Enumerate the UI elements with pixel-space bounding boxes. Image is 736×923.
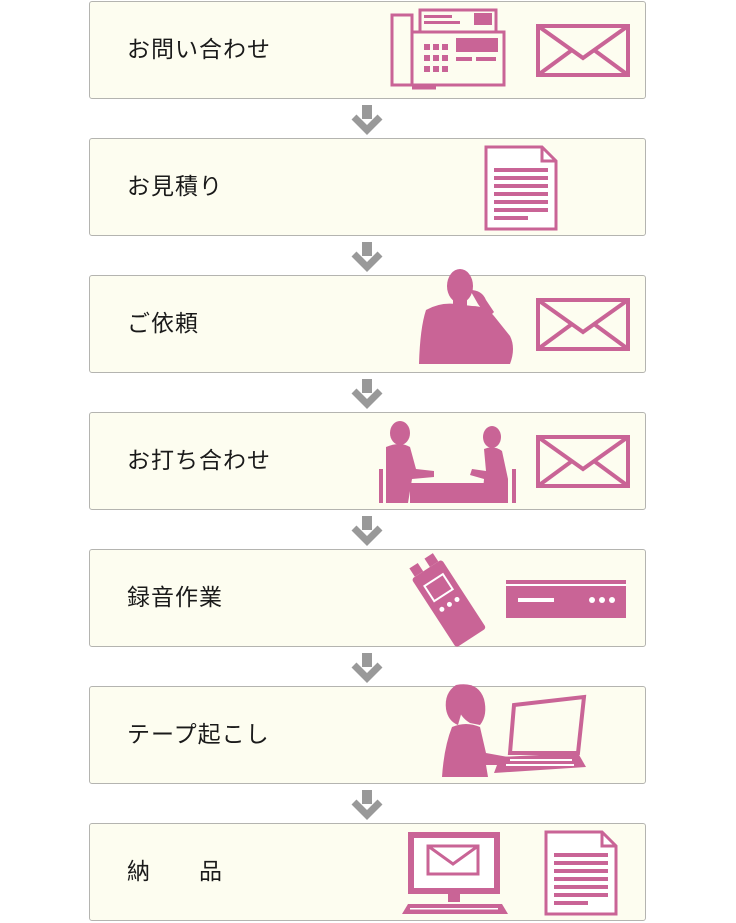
fax-icon (390, 8, 506, 90)
flow-step-estimate: お見積り (89, 138, 646, 236)
flow-step-transcription: テープ起こし (89, 684, 646, 784)
computer-mail-icon (402, 832, 508, 914)
step-label: お見積り (127, 174, 223, 200)
envelope-icon (536, 435, 630, 488)
flow-step-recording: 録音作業 (89, 549, 646, 647)
document-icon (544, 830, 618, 916)
flow-step-meeting: お打ち合わせ (89, 412, 646, 510)
flow-arrow-down (351, 790, 383, 820)
meeting-icon (379, 421, 516, 503)
flow-step-inquiry: お問い合わせ (89, 1, 646, 99)
step-label: お問い合わせ (127, 37, 271, 63)
document-icon (484, 145, 558, 231)
envelope-icon (536, 24, 630, 77)
step-label: お打ち合わせ (127, 448, 271, 474)
person-on-phone-icon (419, 269, 513, 364)
flow-arrow-down (351, 379, 383, 409)
flow-step-request: ご依頼 (89, 269, 646, 373)
woman-at-laptop-icon (442, 684, 587, 777)
step-label: 納 品 (127, 859, 223, 885)
voice-recorder-icon (409, 553, 486, 647)
envelope-icon (536, 298, 630, 351)
flow-arrow-down (351, 653, 383, 683)
flow-arrow-down (351, 516, 383, 546)
step-label: 録音作業 (127, 585, 223, 611)
recording-deck-icon (506, 580, 626, 618)
step-label: ご依頼 (127, 311, 199, 337)
step-label: テープ起こし (127, 722, 270, 748)
flow-step-delivery: 納 品 (89, 823, 646, 921)
flow-arrow-down (351, 105, 383, 135)
flow-arrow-down (351, 242, 383, 272)
